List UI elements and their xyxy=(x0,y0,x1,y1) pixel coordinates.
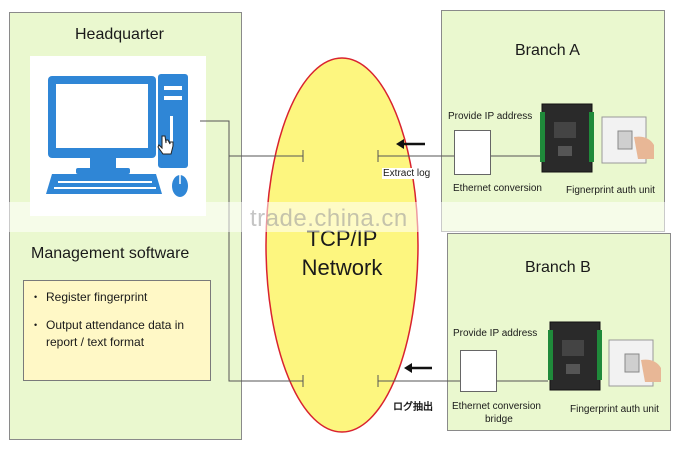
computer-icon xyxy=(46,74,188,197)
branch-b-conversion-label: Ethernet conversion xyxy=(452,401,541,412)
network-label-line2: Network xyxy=(301,255,383,280)
bullet-icon: • xyxy=(34,320,38,330)
access-controller-icon xyxy=(548,321,602,391)
fingerprint-reader-icon xyxy=(601,116,654,164)
branch-a-conversion-label: Ethernet conversion xyxy=(453,183,542,194)
branch-b-provide-ip-label: Provide IP address xyxy=(453,328,538,339)
branch-b-unit-label: Fingerprint auth unit xyxy=(570,404,659,415)
branch-b-title: Branch B xyxy=(525,259,591,276)
headquarter-title: Headquarter xyxy=(75,26,164,43)
branch-b-conversion-label-line2: bridge xyxy=(485,414,513,425)
branch-a-title: Branch A xyxy=(515,42,580,59)
management-feature-list: • Register fingerprint • Output attendan… xyxy=(23,280,211,381)
list-item-output-attendance: Output attendance data in xyxy=(46,318,185,332)
branch-a-ethernet-converter xyxy=(454,130,491,175)
watermark-band xyxy=(0,202,693,232)
branch-b-ethernet-converter xyxy=(460,350,497,392)
management-software-title: Management software xyxy=(31,245,190,262)
bullet-icon: • xyxy=(34,292,38,302)
computer-image xyxy=(30,56,206,216)
hand-cursor-icon xyxy=(157,135,174,155)
access-controller-icon xyxy=(540,103,594,173)
branch-a-provide-ip-label: Provide IP address xyxy=(448,111,533,122)
list-item-report-format: report / text format xyxy=(46,335,145,349)
fingerprint-reader-icon xyxy=(608,339,661,387)
branch-b-extract-log-label: ログ抽出 xyxy=(393,402,433,413)
list-item-register-fingerprint: Register fingerprint xyxy=(46,290,148,304)
branch-a-extract-log-label: Extract log xyxy=(382,168,432,179)
branch-a-unit-label: Fignerprint auth unit xyxy=(566,185,655,196)
watermark-text: trade.china.cn xyxy=(250,205,408,232)
